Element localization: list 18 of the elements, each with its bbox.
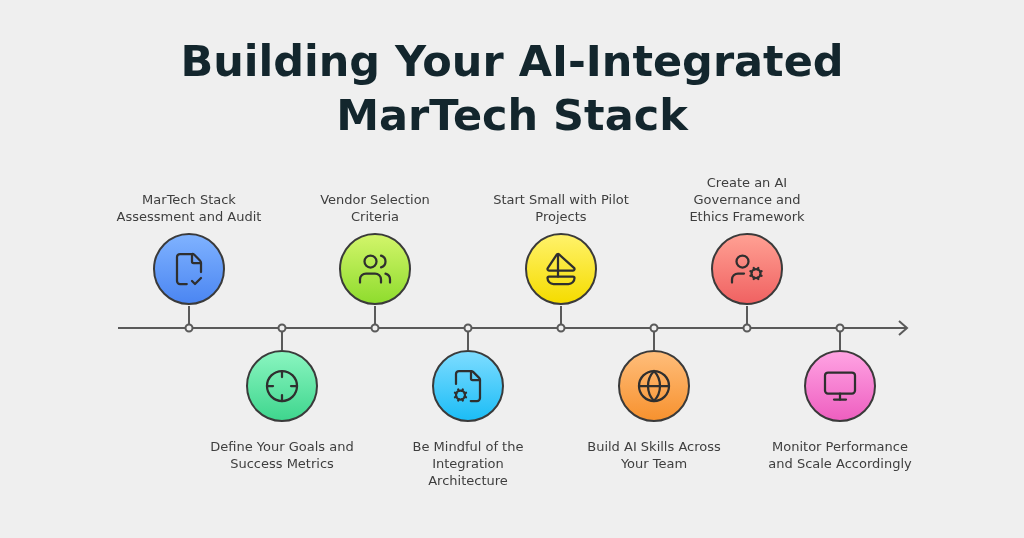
- step-label: MarTech Stack Assessment and Audit: [115, 191, 263, 225]
- step-label: Define Your Goals and Success Metrics: [209, 438, 355, 472]
- timeline-axis: [117, 320, 909, 336]
- step-label: Monitor Performance and Scale Accordingly: [767, 438, 913, 472]
- connector-line: [653, 331, 655, 351]
- connector-line: [560, 305, 562, 325]
- connector-line: [281, 331, 283, 351]
- title: Building Your AI-Integrated MarTech Stack: [179, 35, 845, 142]
- connector-line: [839, 331, 841, 351]
- step-label: Vendor Selection Criteria: [319, 191, 431, 225]
- connector-line: [746, 305, 748, 325]
- step-label: Start Small with Pilot Projects: [492, 191, 630, 225]
- step-label: Be Mindful of the Integration Architecture: [411, 438, 525, 489]
- connector-line: [188, 305, 190, 325]
- connector-line: [374, 305, 376, 325]
- step-label: Build AI Skills Across Your Team: [586, 438, 722, 472]
- connector-line: [467, 331, 469, 351]
- step-label: Create an AI Governance and Ethics Framework: [688, 174, 806, 225]
